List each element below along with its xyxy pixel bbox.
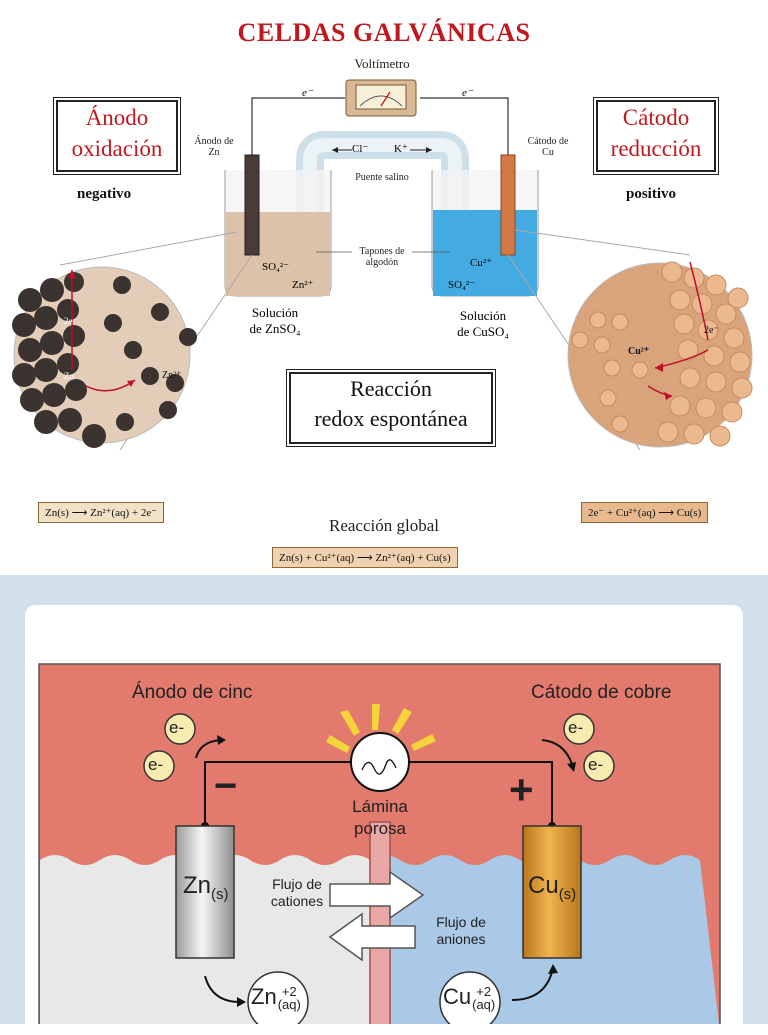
anodo-zn-label: Ánodo de Zn [188,136,240,158]
tapones-line2: algodón [365,257,399,268]
galvanic-cell-illustration [12,79,753,451]
cu-ion-sup: +2 [476,984,492,1000]
negativo-label: negativo [77,186,132,202]
solucion-znso4-line2: de ZnSO₄ [249,321,301,336]
zoom-right-cu2-label: Cu²⁺ [628,346,650,357]
anodo-cinc-label: Ánodo de cinc [132,682,253,703]
page-title: CELDAS GALVÁNICAS [237,18,531,47]
electron-icon-1: e- [169,718,185,737]
equation-anode: Zn(s) ⟶ Zn²⁺(aq) + 2e⁻ [38,502,165,523]
tapones-label: Tapones de algodón [340,246,424,268]
electron-right-label: e⁻ [462,87,473,99]
so4-left-label: SO₄²⁻ [262,261,290,273]
lamina-line1: Lámina [352,797,408,816]
reaccion-line2: redox espontánea [314,406,468,431]
solucion-znso4-line1: Solución [251,305,299,320]
flujo-cationes-label: Flujo de cationes [262,876,332,910]
cu-electrode-text: Cu [528,872,559,899]
k-ion-label: K⁺ [394,143,408,155]
minus-sign: − [214,764,238,808]
solucion-cuso4-line2: de CuSO₄ [457,324,509,339]
reaccion-redox-box: Reacción redox espontánea [286,369,496,447]
zoom-right-2e-label: 2e⁻ [704,325,719,336]
electron-left-label: e⁻ [302,87,313,99]
puente-salino-label: Puente salino [355,172,409,183]
lamina-porosa-label: Lámina porosa [335,796,425,840]
voltmeter-label: Voltímetro [354,56,410,71]
catodo-cu-line2: Cu [542,147,554,158]
so4-right-label: SO₄²⁻ [448,279,476,291]
cu-ion-sub: (aq) [472,997,496,1013]
cu-electrode-sub: (s) [558,886,577,903]
zn-ion-sub: (aq) [277,997,301,1013]
cu-electrode-label: Cu(s) [528,872,577,903]
reaccion-global-label: Reacción global [329,516,439,535]
zoom-left-zn-label: Zn [64,371,74,381]
anodo-zn-line1: Ánodo de [194,136,234,147]
electron-icon-3: e- [568,718,584,737]
solucion-cuso4-label: Solución de CuSO₄ [447,308,519,340]
equation-cathode: 2e⁻ + Cu²⁺(aq) ⟶ Cu(s) [581,502,709,523]
catodo-reduccion-box: Cátodo reducción [593,97,719,175]
anodo-oxidacion-box: Ánodo oxidación [53,97,181,175]
zn2-left-label: Zn²⁺ [292,279,314,291]
lamina-line2: porosa [354,819,406,838]
catodo-label: Cátodo [622,105,690,130]
flujo-cationes-line1: Flujo de [272,876,322,892]
zn-ion-label: Zn+2(aq) [251,984,301,1011]
top-diagram: CELDAS GALVÁNICAS [12,18,753,568]
zn-ion-base: Zn [251,984,277,1009]
electron-icon-4: e- [588,755,604,774]
zn-electrode-sub: (s) [211,886,229,903]
catodo-cu-line1: Cátodo de [527,136,569,147]
cl-ion-label: Cl⁻ [352,143,369,155]
cu-ion-label: Cu+2(aq) [443,984,495,1011]
reaccion-line1: Reacción [350,376,432,401]
equation-global: Zn(s) + Cu²⁺(aq) ⟶ Zn²⁺(aq) + Cu(s) [272,547,458,568]
flujo-cationes-line2: cationes [270,893,324,909]
anodo-zn-line2: Zn [208,147,220,158]
reduccion-label: reducción [610,136,702,161]
flujo-aniones-line2: aniones [436,931,486,947]
tapones-line1: Tapones de [359,246,405,257]
zn-electrode-text: Zn [183,872,212,899]
zn-electrode-label: Zn(s) [183,872,229,903]
cu2-right-label: Cu²⁺ [470,257,492,269]
anodo-label: Ánodo [85,105,149,130]
oxidacion-label: oxidación [71,136,163,161]
plus-sign: + [509,766,534,813]
zn-ion-sup: +2 [281,984,297,1000]
solucion-cuso4-line1: Solución [459,308,507,323]
flujo-aniones-line1: Flujo de [436,914,486,930]
catodo-cobre-label: Cátodo de cobre [531,682,672,703]
positivo-label: positivo [626,186,677,202]
zoom-left-zn2-label: Zn²⁺ [162,370,182,381]
solucion-znso4-label: Solución de ZnSO₄ [240,305,310,337]
flujo-aniones-label: Flujo de aniones [426,914,496,948]
zoom-left-2e-label: 2e⁻ [64,316,78,326]
cu-ion-base: Cu [443,984,472,1009]
electron-icon-2: e- [148,755,164,774]
catodo-cu-label: Cátodo de Cu [520,136,576,158]
